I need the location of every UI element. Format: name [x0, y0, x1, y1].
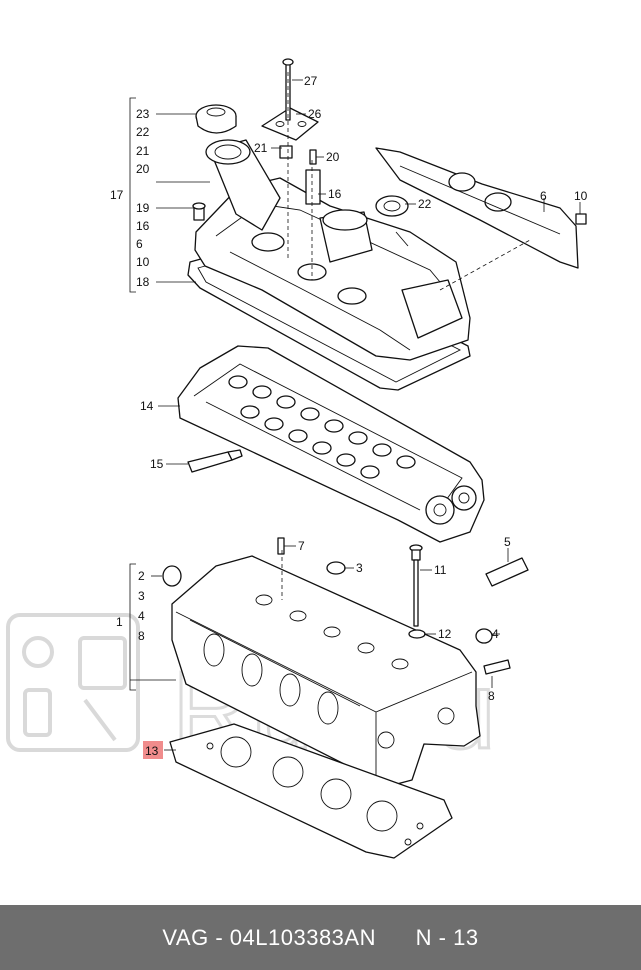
callout-15: 15	[150, 457, 164, 471]
cylinder-head	[171, 555, 481, 791]
callout-10-list: 10	[136, 255, 150, 269]
callout-13-highlight	[143, 741, 163, 759]
oil-filler-cap	[195, 104, 237, 134]
callout-2: 2	[138, 569, 145, 583]
callout-3-list: 3	[138, 589, 145, 603]
footer-ref: N - 13	[415, 924, 479, 950]
callout-16: 16	[328, 187, 342, 201]
callout-7: 7	[298, 539, 305, 553]
footer-separator: -	[215, 924, 224, 950]
camshaft-lobes	[228, 375, 416, 479]
callout-27: 27	[304, 74, 318, 88]
callout-12: 12	[438, 627, 452, 641]
oil-filler-neck	[205, 139, 281, 231]
callout-20-list: 20	[136, 162, 150, 176]
callout-1: 1	[116, 615, 123, 629]
small-head-parts	[162, 537, 529, 675]
callout-23: 23	[136, 107, 150, 121]
callout-13: 13	[145, 744, 159, 758]
camshaft-housing	[177, 345, 485, 543]
callout-21: 21	[254, 141, 268, 155]
callout-20: 20	[326, 150, 340, 164]
callout-14: 14	[140, 399, 154, 413]
callout-11: 11	[434, 563, 447, 577]
footer-brand: VAG	[162, 924, 209, 950]
footer-bar: VAG - 04L103383AN N - 13	[0, 905, 641, 970]
timing-cover-strip	[375, 147, 579, 269]
callout-22-list: 22	[136, 125, 150, 139]
callout-6-list: 6	[136, 237, 143, 251]
callout-21-list: 21	[136, 144, 150, 158]
callout-4: 4	[492, 627, 499, 641]
callout-22: 22	[418, 197, 432, 211]
bracket-1	[129, 563, 136, 691]
callout-18: 18	[136, 275, 150, 289]
callout-4-list: 4	[138, 609, 145, 623]
assembly-line-1	[439, 239, 531, 291]
callout-5: 5	[504, 535, 511, 549]
footer-part-number: 04L103383AN	[229, 924, 376, 950]
breather-bracket	[261, 58, 319, 141]
callout-6: 6	[540, 189, 547, 203]
callout-8: 8	[488, 689, 495, 703]
callout-3: 3	[356, 561, 363, 575]
callout-26: 26	[308, 107, 322, 121]
callout-17: 17	[110, 188, 124, 202]
callout-16-list: 16	[136, 219, 150, 233]
callout-19: 19	[136, 201, 150, 215]
sealant-tube	[187, 449, 243, 473]
parts-diagram: Rus.ru	[6, 58, 588, 859]
bracket-17	[129, 97, 136, 293]
callout-10: 10	[574, 189, 588, 203]
head-bolt	[408, 544, 426, 639]
small-fittings	[192, 145, 587, 225]
callout-8-list: 8	[138, 629, 145, 643]
head-gasket	[169, 723, 453, 859]
